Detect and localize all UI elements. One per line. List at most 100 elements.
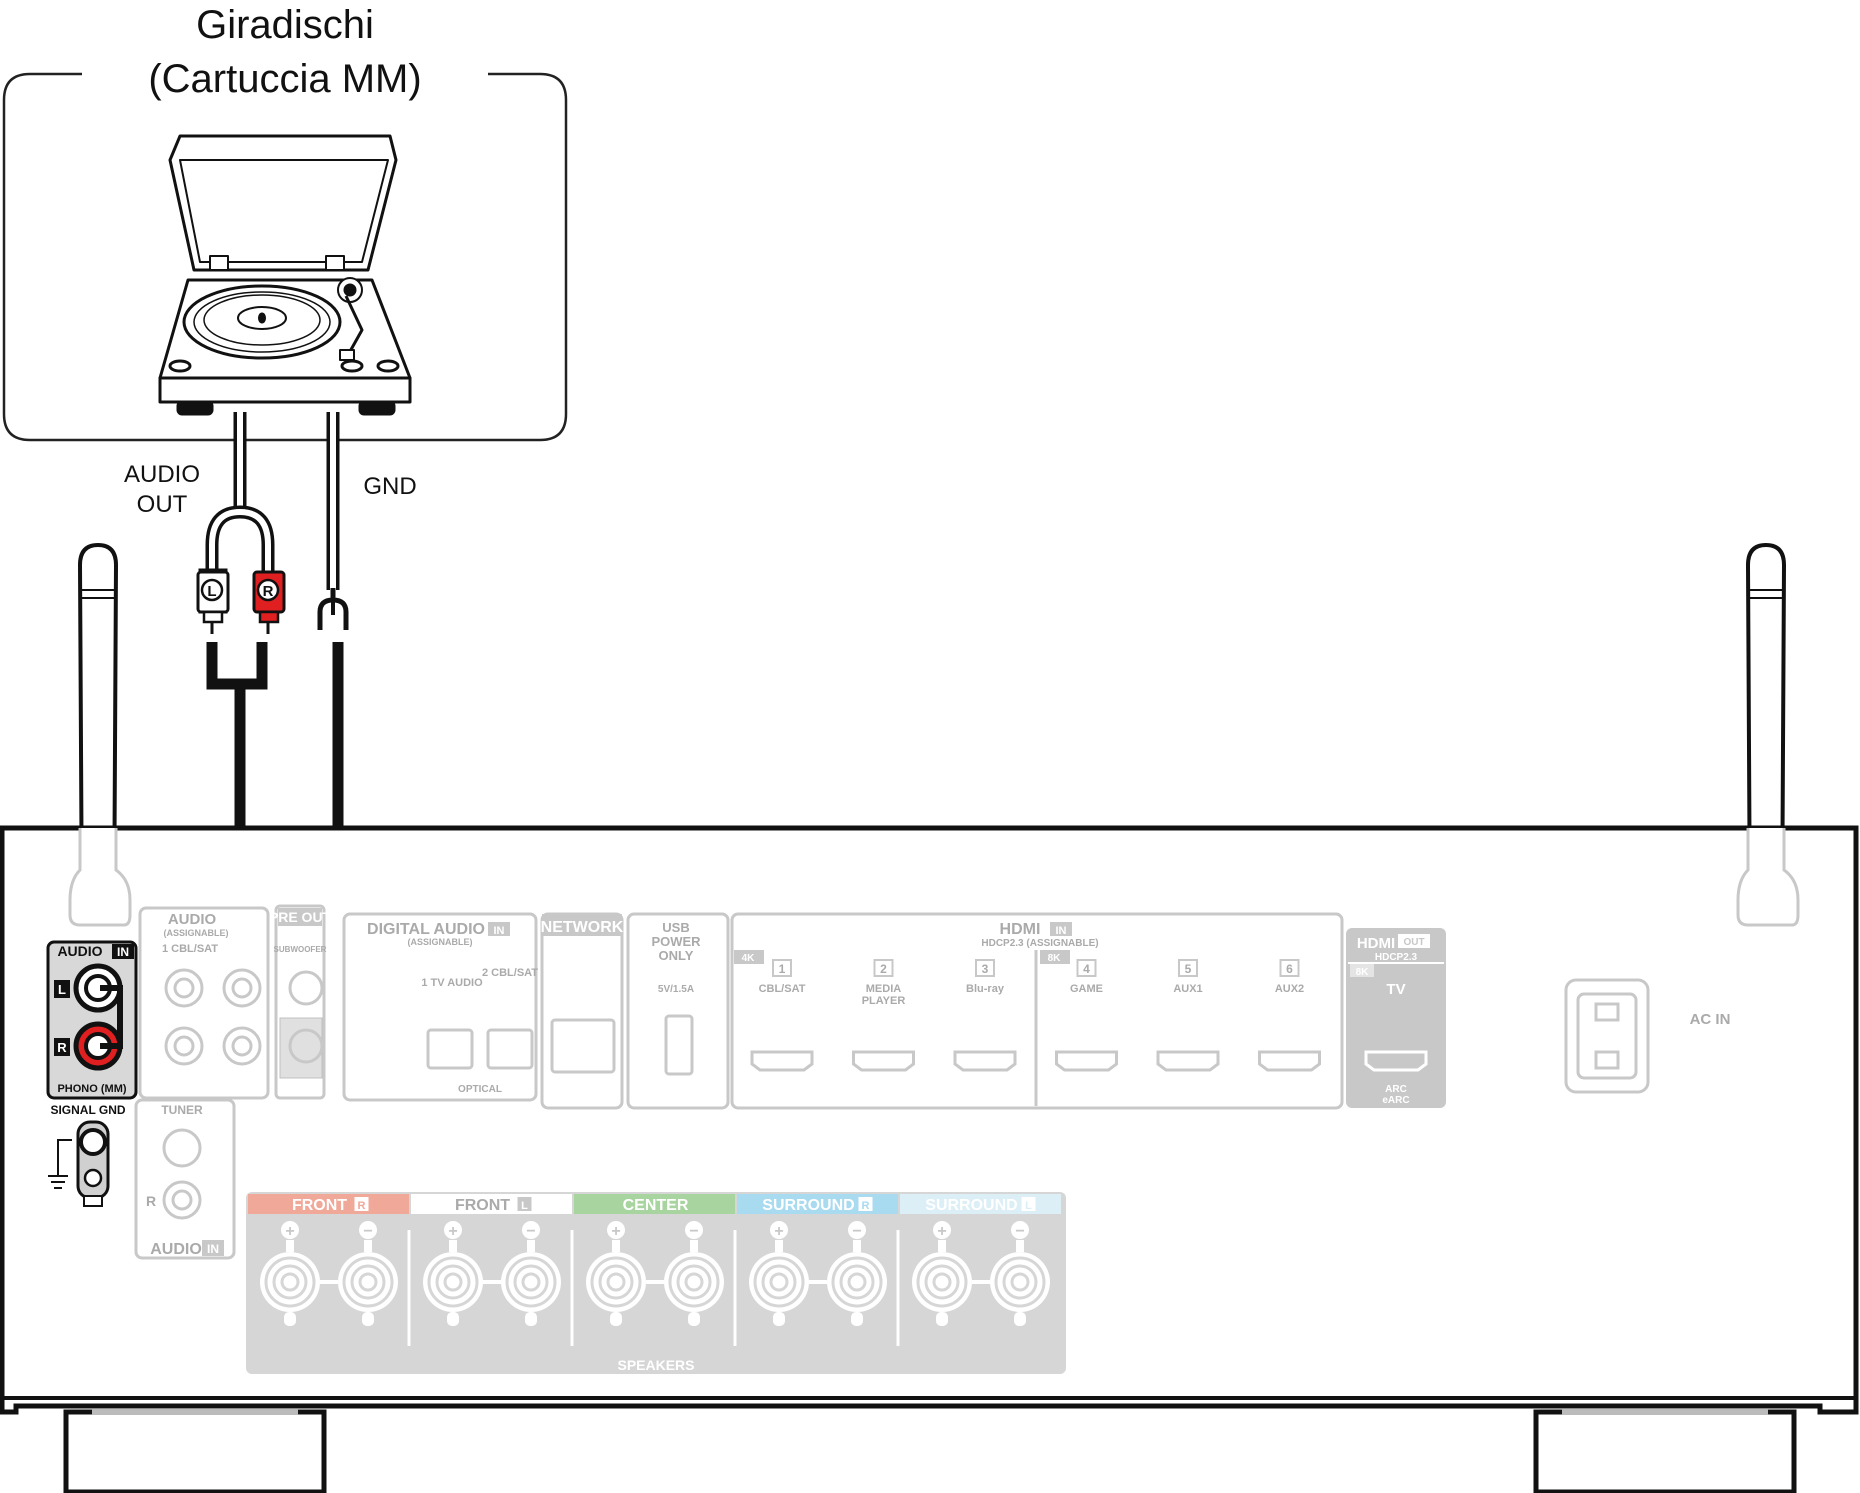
- svg-text:−: −: [526, 1223, 535, 1240]
- tuner-r-label: R: [146, 1193, 156, 1209]
- turntable-icon: [158, 134, 412, 416]
- rca-plug-right: R: [252, 570, 286, 634]
- speaker-terminal-plus[interactable]: +: [749, 1221, 809, 1326]
- tuner-block: TUNER R AUDIO IN: [134, 1098, 236, 1260]
- hdmi-input-number: 5: [1185, 962, 1192, 976]
- res-4k-badge: 4K: [742, 953, 756, 964]
- rca-cable: L R: [196, 505, 286, 634]
- speaker-terminal-minus[interactable]: −: [501, 1221, 561, 1326]
- subwoofer-label: SUBWOOFER: [274, 945, 327, 954]
- network-block: NETWORK: [540, 912, 624, 1110]
- speaker-channel-badge: L: [1025, 1200, 1032, 1212]
- hdmi-input-name: PLAYER: [862, 995, 906, 1007]
- usb-line3: ONLY: [659, 948, 694, 963]
- hdmi-input-name: GAME: [1070, 983, 1103, 995]
- antenna-base-right: [1736, 828, 1800, 927]
- phono-audio-label: AUDIO: [57, 943, 102, 959]
- gnd-spade-terminal: [317, 588, 349, 630]
- pre-out-block: PRE OUT SUBWOOFER: [269, 904, 332, 1100]
- hdmi-out-hdcp: HDCP2.3: [1375, 952, 1418, 963]
- svg-text:+: +: [448, 1223, 457, 1240]
- gnd-label: GND: [363, 473, 416, 500]
- speaker-group-name: FRONT: [455, 1197, 510, 1214]
- audio-in-assignable-block: AUDIO (ASSIGNABLE) 1 CBL/SAT: [138, 906, 270, 1100]
- speaker-channel-badge: R: [358, 1200, 366, 1212]
- assignable-caption: (ASSIGNABLE): [164, 928, 229, 938]
- hdmi-input-number: 4: [1083, 962, 1090, 976]
- antenna-base-left: [68, 828, 132, 927]
- speaker-group-name: SURROUND: [762, 1197, 854, 1214]
- speaker-terminal-minus[interactable]: −: [338, 1221, 398, 1326]
- phono-audio-in-block: AUDIO IN L R PHONO (MM): [46, 940, 138, 1100]
- speaker-terminal-plus[interactable]: +: [260, 1221, 320, 1326]
- tuner-audio-label: AUDIO: [150, 1241, 202, 1258]
- optical-1-label: 1 TV AUDIO: [421, 977, 483, 989]
- tuner-in-badge: IN: [207, 1242, 219, 1256]
- rca-plug-left: L: [196, 568, 230, 634]
- earc-label: eARC: [1382, 1095, 1409, 1106]
- svg-text:−: −: [852, 1223, 861, 1240]
- plug-right-label: R: [263, 583, 274, 600]
- audio-out-label-line1: AUDIO: [124, 461, 200, 488]
- speaker-terminal-plus[interactable]: +: [912, 1221, 972, 1326]
- optical-2-label: 2 CBL/SAT: [482, 967, 538, 979]
- signal-gnd-label: SIGNAL GND: [50, 1103, 125, 1117]
- phono-in-badge: IN: [117, 945, 129, 959]
- speaker-terminal-minus[interactable]: −: [664, 1221, 724, 1326]
- phono-mm-label: PHONO (MM): [57, 1083, 126, 1095]
- speaker-terminal-minus[interactable]: −: [990, 1221, 1050, 1326]
- signal-gnd-terminal: SIGNAL GND: [48, 1103, 126, 1207]
- svg-text:−: −: [363, 1223, 372, 1240]
- speaker-group-name: FRONT: [292, 1197, 347, 1214]
- device-title-line2: (Cartuccia MM): [148, 57, 421, 101]
- speaker-group-2: FRONT L + −: [407, 1194, 572, 1346]
- hdmi-out-8k: 8K: [1356, 967, 1370, 978]
- svg-text:+: +: [774, 1223, 783, 1240]
- audio-in-assignable-label: AUDIO: [168, 911, 217, 928]
- speaker-group-name: CENTER: [623, 1197, 689, 1214]
- hdmi-out-tv: TV: [1386, 981, 1405, 998]
- digital-audio-block: DIGITAL AUDIO IN (ASSIGNABLE) 1 TV AUDIO…: [342, 912, 538, 1102]
- receiver-body: [0, 825, 1859, 1493]
- hdmi-out-block: HDMI OUT HDCP2.3 8K TV ARC eARC: [1346, 928, 1446, 1108]
- speaker-group-3: CENTER + −: [570, 1194, 735, 1346]
- speaker-terminal-plus[interactable]: +: [586, 1221, 646, 1326]
- speaker-terminal-plus[interactable]: +: [423, 1221, 483, 1326]
- speaker-channel-badge: L: [521, 1200, 528, 1212]
- res-8k-badge: 8K: [1048, 953, 1062, 964]
- optical-label: OPTICAL: [458, 1084, 502, 1095]
- audio-out-label-line2: OUT: [137, 491, 188, 518]
- svg-text:−: −: [689, 1223, 698, 1240]
- digital-audio-in-badge: IN: [494, 925, 505, 937]
- hdmi-out-label: HDMI: [1357, 935, 1395, 952]
- hdmi-in-label: HDMI: [1000, 921, 1041, 938]
- hdmi-input-name: Blu-ray: [966, 983, 1005, 995]
- hdmi-input-name: MEDIA: [866, 983, 902, 995]
- hdmi-in-block: HDMI IN HDCP2.3 (ASSIGNABLE) 4K 8K 1CBL/…: [730, 912, 1344, 1110]
- ac-in-block: AC IN: [1564, 978, 1730, 1094]
- hdmi-in-badge: IN: [1056, 925, 1067, 937]
- phono-r-label: R: [57, 1040, 67, 1055]
- speakers-label: SPEAKERS: [617, 1357, 694, 1373]
- audio-in-cblsat: 1 CBL/SAT: [162, 943, 218, 955]
- speaker-terminal-minus[interactable]: −: [827, 1221, 887, 1326]
- hdmi-input-number: 2: [880, 962, 887, 976]
- hdmi-input-number: 1: [779, 962, 786, 976]
- speaker-group-1: FRONT R + −: [248, 1194, 409, 1326]
- svg-text:+: +: [285, 1223, 294, 1240]
- usb-rating: 5V/1.5A: [658, 984, 694, 995]
- speaker-group-name: SURROUND: [925, 1197, 1017, 1214]
- hdmi-input-name: AUX2: [1275, 983, 1304, 995]
- plug-left-label: L: [207, 583, 216, 600]
- hdmi-input-name: CBL/SAT: [759, 983, 806, 995]
